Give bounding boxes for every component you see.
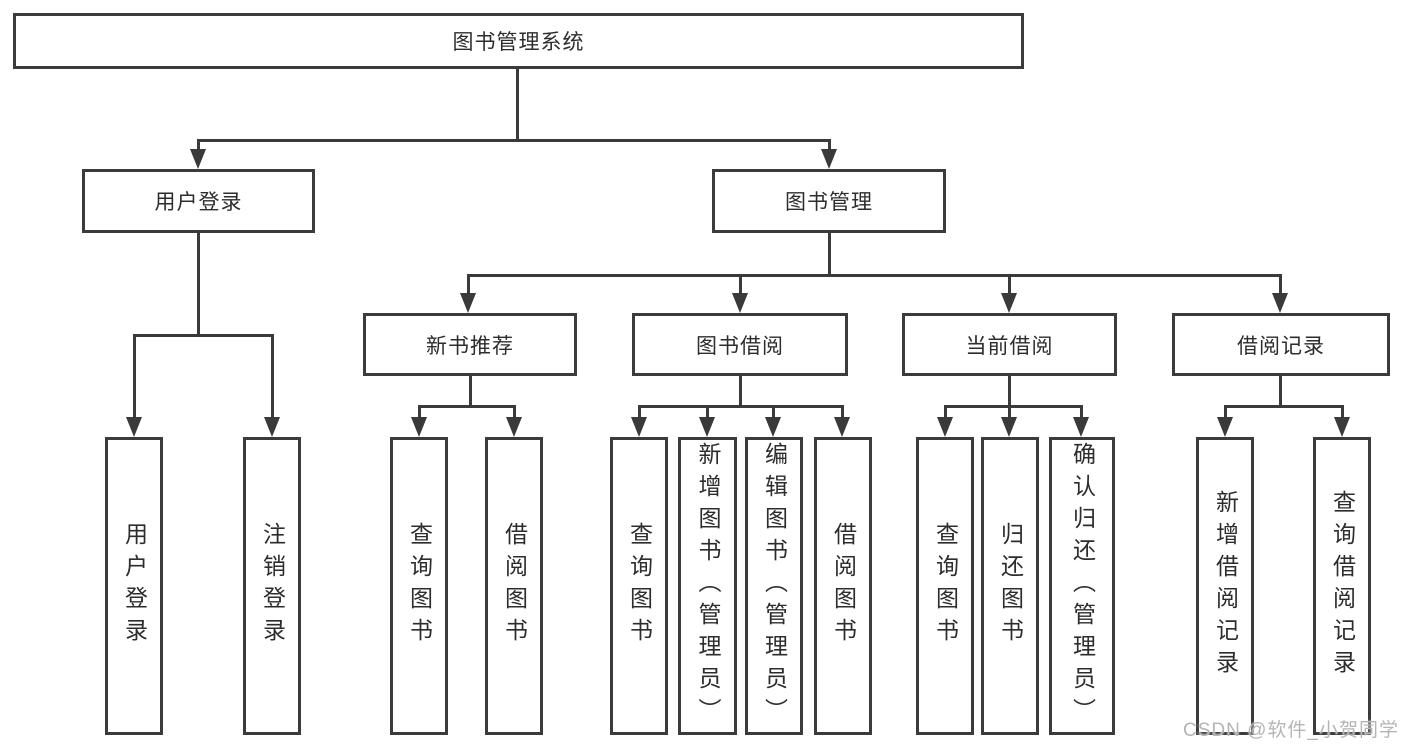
node-new-book-recommend: 新书推荐	[363, 313, 577, 376]
leaf-logout-label: 注销登录	[259, 522, 286, 650]
connector-line	[1341, 405, 1344, 420]
node-book-management: 图书管理	[712, 169, 946, 233]
arrow-down-icon	[460, 293, 476, 313]
leaf-return-book-label: 归还图书	[997, 522, 1024, 650]
connector-line	[841, 405, 844, 420]
arrow-down-icon	[506, 417, 522, 437]
arrow-down-icon	[1217, 417, 1233, 437]
connector-line	[469, 376, 472, 407]
leaf-current-query-label: 查询图书	[932, 522, 959, 650]
connector-line	[133, 334, 136, 419]
arrow-down-icon	[699, 417, 715, 437]
leaf-newbooks-borrow-label: 借阅图书	[501, 522, 528, 650]
connector-line	[828, 139, 831, 153]
arrow-down-icon	[126, 417, 142, 437]
leaf-user-login: 用户登录	[105, 437, 163, 735]
arrow-down-icon	[937, 417, 953, 437]
connector-line	[739, 274, 742, 296]
connector-line	[197, 233, 200, 335]
arrow-down-icon	[1073, 417, 1089, 437]
node-borrow-records-label: 借阅记录	[1237, 334, 1325, 358]
connector-line	[1008, 274, 1011, 296]
arrow-down-icon	[264, 417, 280, 437]
leaf-user-login-label: 用户登录	[121, 522, 148, 650]
node-book-borrow-label: 图书借阅	[696, 334, 784, 358]
connector-line	[197, 139, 831, 142]
node-user-login-label: 用户登录	[154, 191, 243, 214]
leaf-newbooks-query-label: 查询图书	[406, 522, 433, 650]
connector-line	[467, 274, 1281, 277]
arrow-down-icon	[190, 149, 206, 169]
node-book-borrow: 图书借阅	[632, 313, 848, 376]
connector-line	[739, 376, 742, 407]
leaf-confirm-return: 确认归还（管理员）	[1049, 437, 1115, 735]
leaf-logout: 注销登录	[243, 437, 301, 735]
connector-line	[418, 405, 516, 408]
leaf-borrow-add-book-label: 新增图书（管理员）	[695, 442, 721, 730]
connector-line	[828, 233, 831, 276]
connector-line	[418, 405, 421, 420]
node-root-label: 图书管理系统	[452, 31, 585, 54]
node-root: 图书管理系统	[13, 13, 1024, 69]
leaf-borrow-book: 借阅图书	[814, 437, 872, 735]
connector-line	[638, 405, 844, 408]
leaf-add-borrow-record: 新增借阅记录	[1196, 437, 1254, 735]
connector-line	[197, 139, 200, 153]
connector-line	[638, 405, 641, 420]
node-user-login: 用户登录	[82, 169, 315, 233]
connector-line	[1224, 405, 1227, 420]
node-current-borrow: 当前借阅	[902, 313, 1117, 376]
arrow-down-icon	[821, 149, 837, 169]
arrow-down-icon	[834, 417, 850, 437]
arrow-down-icon	[1272, 293, 1288, 313]
connector-line	[706, 405, 709, 420]
leaf-add-borrow-record-label: 新增借阅记录	[1212, 490, 1239, 682]
arrow-down-icon	[1334, 417, 1350, 437]
arrow-down-icon	[1001, 293, 1017, 313]
connector-line	[944, 405, 947, 420]
leaf-newbooks-query: 查询图书	[390, 437, 448, 735]
leaf-query-borrow-record-label: 查询借阅记录	[1329, 490, 1356, 682]
leaf-borrow-edit-book-label: 编辑图书（管理员）	[761, 442, 788, 730]
arrow-down-icon	[765, 417, 781, 437]
leaf-borrow-query-label: 查询图书	[626, 522, 653, 650]
leaf-borrow-book-label: 借阅图书	[830, 522, 857, 650]
connector-line	[1008, 376, 1011, 407]
connector-line	[1080, 405, 1083, 420]
connector-line	[1224, 405, 1344, 408]
connector-line	[133, 334, 273, 337]
connector-line	[772, 405, 775, 420]
connector-line	[271, 334, 274, 419]
leaf-current-query: 查询图书	[916, 437, 974, 735]
connector-line	[516, 69, 519, 140]
leaf-borrow-query: 查询图书	[610, 437, 668, 735]
arrow-down-icon	[631, 417, 647, 437]
connector-line	[1008, 405, 1011, 420]
watermark-text: CSDN @软件_小贺同学	[1183, 720, 1399, 741]
connector-line	[513, 405, 516, 420]
arrow-down-icon	[411, 417, 427, 437]
node-book-management-label: 图书管理	[785, 191, 873, 214]
arrow-down-icon	[1001, 417, 1017, 437]
leaf-return-book: 归还图书	[981, 437, 1039, 735]
node-borrow-records: 借阅记录	[1172, 313, 1390, 376]
node-new-book-recommend-label: 新书推荐	[426, 334, 514, 358]
leaf-newbooks-borrow: 借阅图书	[485, 437, 543, 735]
connector-line	[944, 405, 1083, 408]
arrow-down-icon	[732, 293, 748, 313]
leaf-borrow-edit-book: 编辑图书（管理员）	[745, 437, 803, 735]
leaf-query-borrow-record: 查询借阅记录	[1313, 437, 1371, 735]
connector-line	[467, 274, 470, 296]
connector-line	[1279, 274, 1282, 296]
leaf-borrow-add-book: 新增图书（管理员）	[678, 437, 737, 735]
leaf-confirm-return-label: 确认归还（管理员）	[1069, 442, 1096, 730]
node-current-borrow-label: 当前借阅	[965, 334, 1054, 358]
connector-line	[1279, 376, 1282, 407]
